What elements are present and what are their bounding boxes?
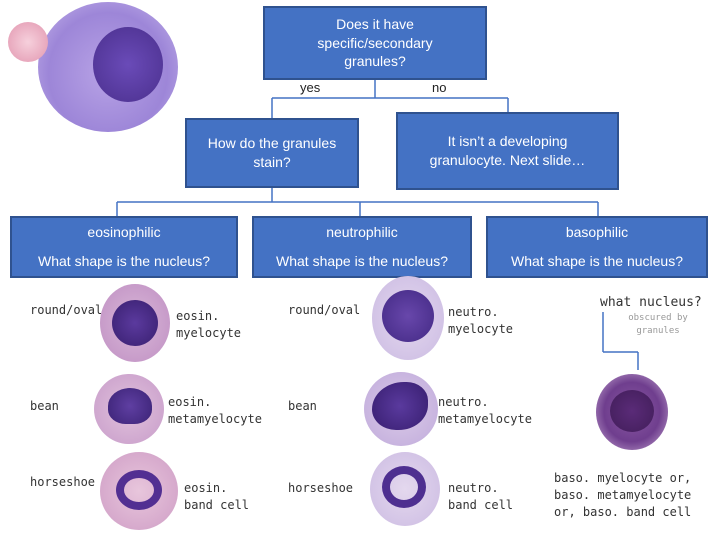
eos-band-cell-image <box>100 452 178 530</box>
eos-myelocyte-image <box>100 284 170 362</box>
baso-nucleus-question: what nucleus? <box>600 295 702 310</box>
neutrophilic-nucleus-question: What shape is the nucleus? <box>276 253 448 270</box>
cell-nucleus <box>108 388 152 424</box>
cell-nucleus <box>372 382 428 430</box>
yes-label: yes <box>300 80 321 95</box>
neutrophilic-box: neutrophilic What shape is the nucleus? <box>252 216 472 278</box>
granules-question-text: Does it have specific/secondary granules… <box>317 15 433 70</box>
not-granulocyte-box: It isn’t a developing granulocyte. Next … <box>396 112 619 190</box>
neut-shape-bean: bean <box>288 399 317 413</box>
eos-shape-round: round/oval <box>30 303 103 317</box>
basophilic-box: basophilic What shape is the nucleus? <box>486 216 708 278</box>
neut-metamyelocyte-image <box>364 372 438 446</box>
basophilic-label: basophilic <box>565 224 629 241</box>
neut-band-cell-name: neutro. band cell <box>448 481 514 512</box>
basophilic-nucleus-question: What shape is the nucleus? <box>511 253 683 270</box>
neut-myelocyte-image <box>372 276 444 360</box>
neutrophilic-label: neutrophilic <box>326 224 398 241</box>
neut-shape-round: round/oval <box>288 303 361 317</box>
neut-metamyelocyte-name: neutro. metamyelocyte <box>438 395 532 426</box>
no-label: no <box>432 80 447 95</box>
neut-shape-horseshoe: horseshoe <box>288 481 354 495</box>
cell-nucleus <box>610 390 654 432</box>
eos-metamyelocyte-name: eosin. metamyelocyte <box>168 395 262 426</box>
cell-nucleus <box>93 27 163 102</box>
basophil-image <box>596 374 668 450</box>
red-blood-cell-image <box>8 22 48 62</box>
not-granulocyte-text: It isn’t a developing granulocyte. Next … <box>429 133 586 168</box>
cell-nucleus <box>382 466 426 508</box>
eos-shape-bean: bean <box>30 399 59 413</box>
stain-question-text: How do the granules stain? <box>207 135 337 170</box>
cell-nucleus <box>116 470 162 510</box>
eos-shape-horseshoe: horseshoe <box>30 475 96 489</box>
neut-band-cell-image <box>370 452 440 526</box>
baso-obscured-note: obscured by granules <box>628 313 688 336</box>
eos-myelocyte-name: eosin. myelocyte <box>176 309 242 340</box>
eos-metamyelocyte-image <box>94 374 164 444</box>
granules-question-box: Does it have specific/secondary granules… <box>263 6 487 80</box>
cell-nucleus <box>112 300 158 346</box>
eosinophilic-nucleus-question: What shape is the nucleus? <box>38 253 210 270</box>
stain-question-box: How do the granules stain? <box>185 118 359 188</box>
eosinophilic-label: eosinophilic <box>87 224 161 241</box>
neut-myelocyte-name: neutro. myelocyte <box>448 305 514 336</box>
promyelocyte-cell-image <box>38 2 178 132</box>
eosinophilic-box: eosinophilic What shape is the nucleus? <box>10 216 238 278</box>
cell-nucleus <box>382 290 434 342</box>
eos-band-cell-name: eosin. band cell <box>184 481 250 512</box>
baso-cell-names: baso. myelocyte or, baso. metamyelocyte … <box>554 471 692 519</box>
